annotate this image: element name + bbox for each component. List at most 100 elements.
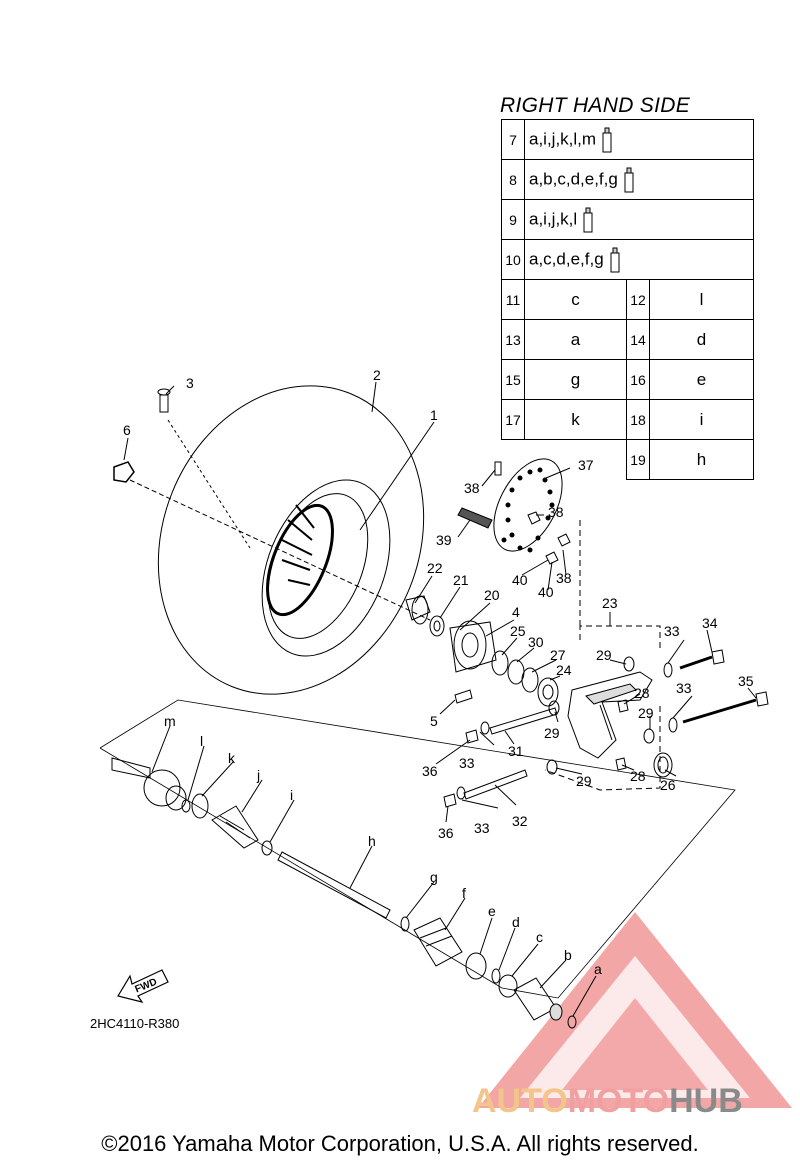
table-row: 10 a,c,d,e,f,g xyxy=(501,239,754,280)
callout-h: h xyxy=(368,833,376,849)
row-number: 13 xyxy=(501,319,525,360)
callout-c: c xyxy=(536,929,543,945)
callout-g: g xyxy=(430,869,438,885)
callout-l: l xyxy=(200,733,203,749)
grease-tube-icon xyxy=(602,127,612,152)
tire-outer xyxy=(157,385,425,695)
automotohub-logo-icon xyxy=(478,912,792,1108)
row-number: 16 xyxy=(626,359,650,400)
row-number: 7 xyxy=(501,119,525,160)
row-value: i xyxy=(649,399,754,440)
brand-part-auto: AUTO xyxy=(472,1082,568,1120)
callout-6: 6 xyxy=(123,422,131,438)
table-row: 11 c 12 l xyxy=(501,279,754,320)
callout-1: 1 xyxy=(430,407,438,423)
row-value: h xyxy=(649,439,754,480)
grease-tube-icon xyxy=(610,247,620,272)
copyright-notice: ©2016 Yamaha Motor Corporation, U.S.A. A… xyxy=(101,1131,699,1156)
callout-3: 3 xyxy=(186,375,194,391)
callout-d: d xyxy=(512,914,520,930)
callout-37: 37 xyxy=(578,457,594,473)
callout-22: 22 xyxy=(427,560,443,576)
callout-40b: 40 xyxy=(538,584,554,600)
callout-m: m xyxy=(164,713,176,729)
diagram-code: 2HC4110-R380 xyxy=(90,1016,180,1031)
row-value: e xyxy=(649,359,754,400)
row-number: 14 xyxy=(626,319,650,360)
callout-2: 2 xyxy=(373,367,381,383)
brand-wordmark: AUTOMOTOHUB xyxy=(472,1082,743,1121)
row-number: 10 xyxy=(501,239,525,280)
callout-26: 26 xyxy=(660,777,676,793)
row-value: c xyxy=(524,279,627,320)
callout-33a: 33 xyxy=(664,623,680,639)
callout-f: f xyxy=(462,885,466,901)
callout-b: b xyxy=(564,947,572,963)
table-row: 19 h xyxy=(502,439,754,480)
row-codes: a,c,d,e,f,g xyxy=(524,239,754,280)
callout-34: 34 xyxy=(702,615,718,631)
callout-28b: 28 xyxy=(630,768,646,784)
callout-20: 20 xyxy=(484,587,500,603)
callout-k: k xyxy=(228,750,236,766)
row-value: g xyxy=(524,359,627,400)
callout-29d: 29 xyxy=(576,773,592,789)
reference-table: 7 a,i,j,k,l,m 8 a,b,c,d,e,f,g 9 a,i,j,k,… xyxy=(501,119,754,480)
table-row: 8 a,b,c,d,e,f,g xyxy=(501,159,754,200)
callout-e: e xyxy=(488,903,496,919)
callout-25: 25 xyxy=(510,623,526,639)
callout-29a: 29 xyxy=(596,647,612,663)
callout-29c: 29 xyxy=(544,725,560,741)
row-codes: a,i,j,k,l,m xyxy=(524,119,754,160)
callout-27: 27 xyxy=(550,647,566,663)
row-codes: a,i,j,k,l xyxy=(524,199,754,240)
row-number: 12 xyxy=(626,279,650,320)
empty-cell xyxy=(502,440,627,480)
brand-part-moto: MOTO xyxy=(567,1082,670,1120)
callout-33b: 33 xyxy=(676,680,692,696)
callout-23: 23 xyxy=(602,595,618,611)
row-number: 15 xyxy=(501,359,525,400)
callout-4: 4 xyxy=(512,604,520,620)
table-row: 17 k 18 i xyxy=(501,399,754,440)
callout-33d: 33 xyxy=(474,820,490,836)
callout-36a: 36 xyxy=(422,763,438,779)
grease-tube-icon xyxy=(624,167,634,192)
row-value: d xyxy=(649,319,754,360)
row-number: 11 xyxy=(501,279,525,320)
table-title: RIGHT HAND SIDE xyxy=(500,94,691,117)
row-number: 9 xyxy=(501,199,525,240)
callout-30: 30 xyxy=(528,634,544,650)
brand-part-hub: HUB xyxy=(669,1082,743,1120)
callout-24: 24 xyxy=(556,662,572,678)
callout-i: i xyxy=(290,787,293,803)
callout-39: 39 xyxy=(436,532,452,548)
callout-36b: 36 xyxy=(438,825,454,841)
callout-28a: 28 xyxy=(634,685,650,701)
callout-35: 35 xyxy=(738,673,754,689)
table-row: 7 a,i,j,k,l,m xyxy=(501,119,754,160)
callout-40a: 40 xyxy=(512,572,528,588)
row-value: k xyxy=(524,399,627,440)
row-number: 19 xyxy=(626,439,650,480)
forward-arrow-icon: FWD xyxy=(117,969,169,1003)
row-codes: a,b,c,d,e,f,g xyxy=(524,159,754,200)
table-row: 9 a,i,j,k,l xyxy=(501,199,754,240)
grease-tube-icon xyxy=(583,207,593,232)
table-row: 15 g 16 e xyxy=(501,359,754,400)
callout-38b: 38 xyxy=(548,504,564,520)
callout-38c: 38 xyxy=(556,570,572,586)
row-number: 18 xyxy=(626,399,650,440)
row-value: l xyxy=(649,279,754,320)
callout-31: 31 xyxy=(508,743,524,759)
callout-5: 5 xyxy=(430,713,438,729)
row-number: 17 xyxy=(501,399,525,440)
callout-21: 21 xyxy=(453,572,469,588)
callout-33c: 33 xyxy=(459,755,475,771)
table-row: 13 a 14 d xyxy=(501,319,754,360)
row-value: a xyxy=(524,319,627,360)
row-number: 8 xyxy=(501,159,525,200)
callout-a: a xyxy=(594,961,602,977)
